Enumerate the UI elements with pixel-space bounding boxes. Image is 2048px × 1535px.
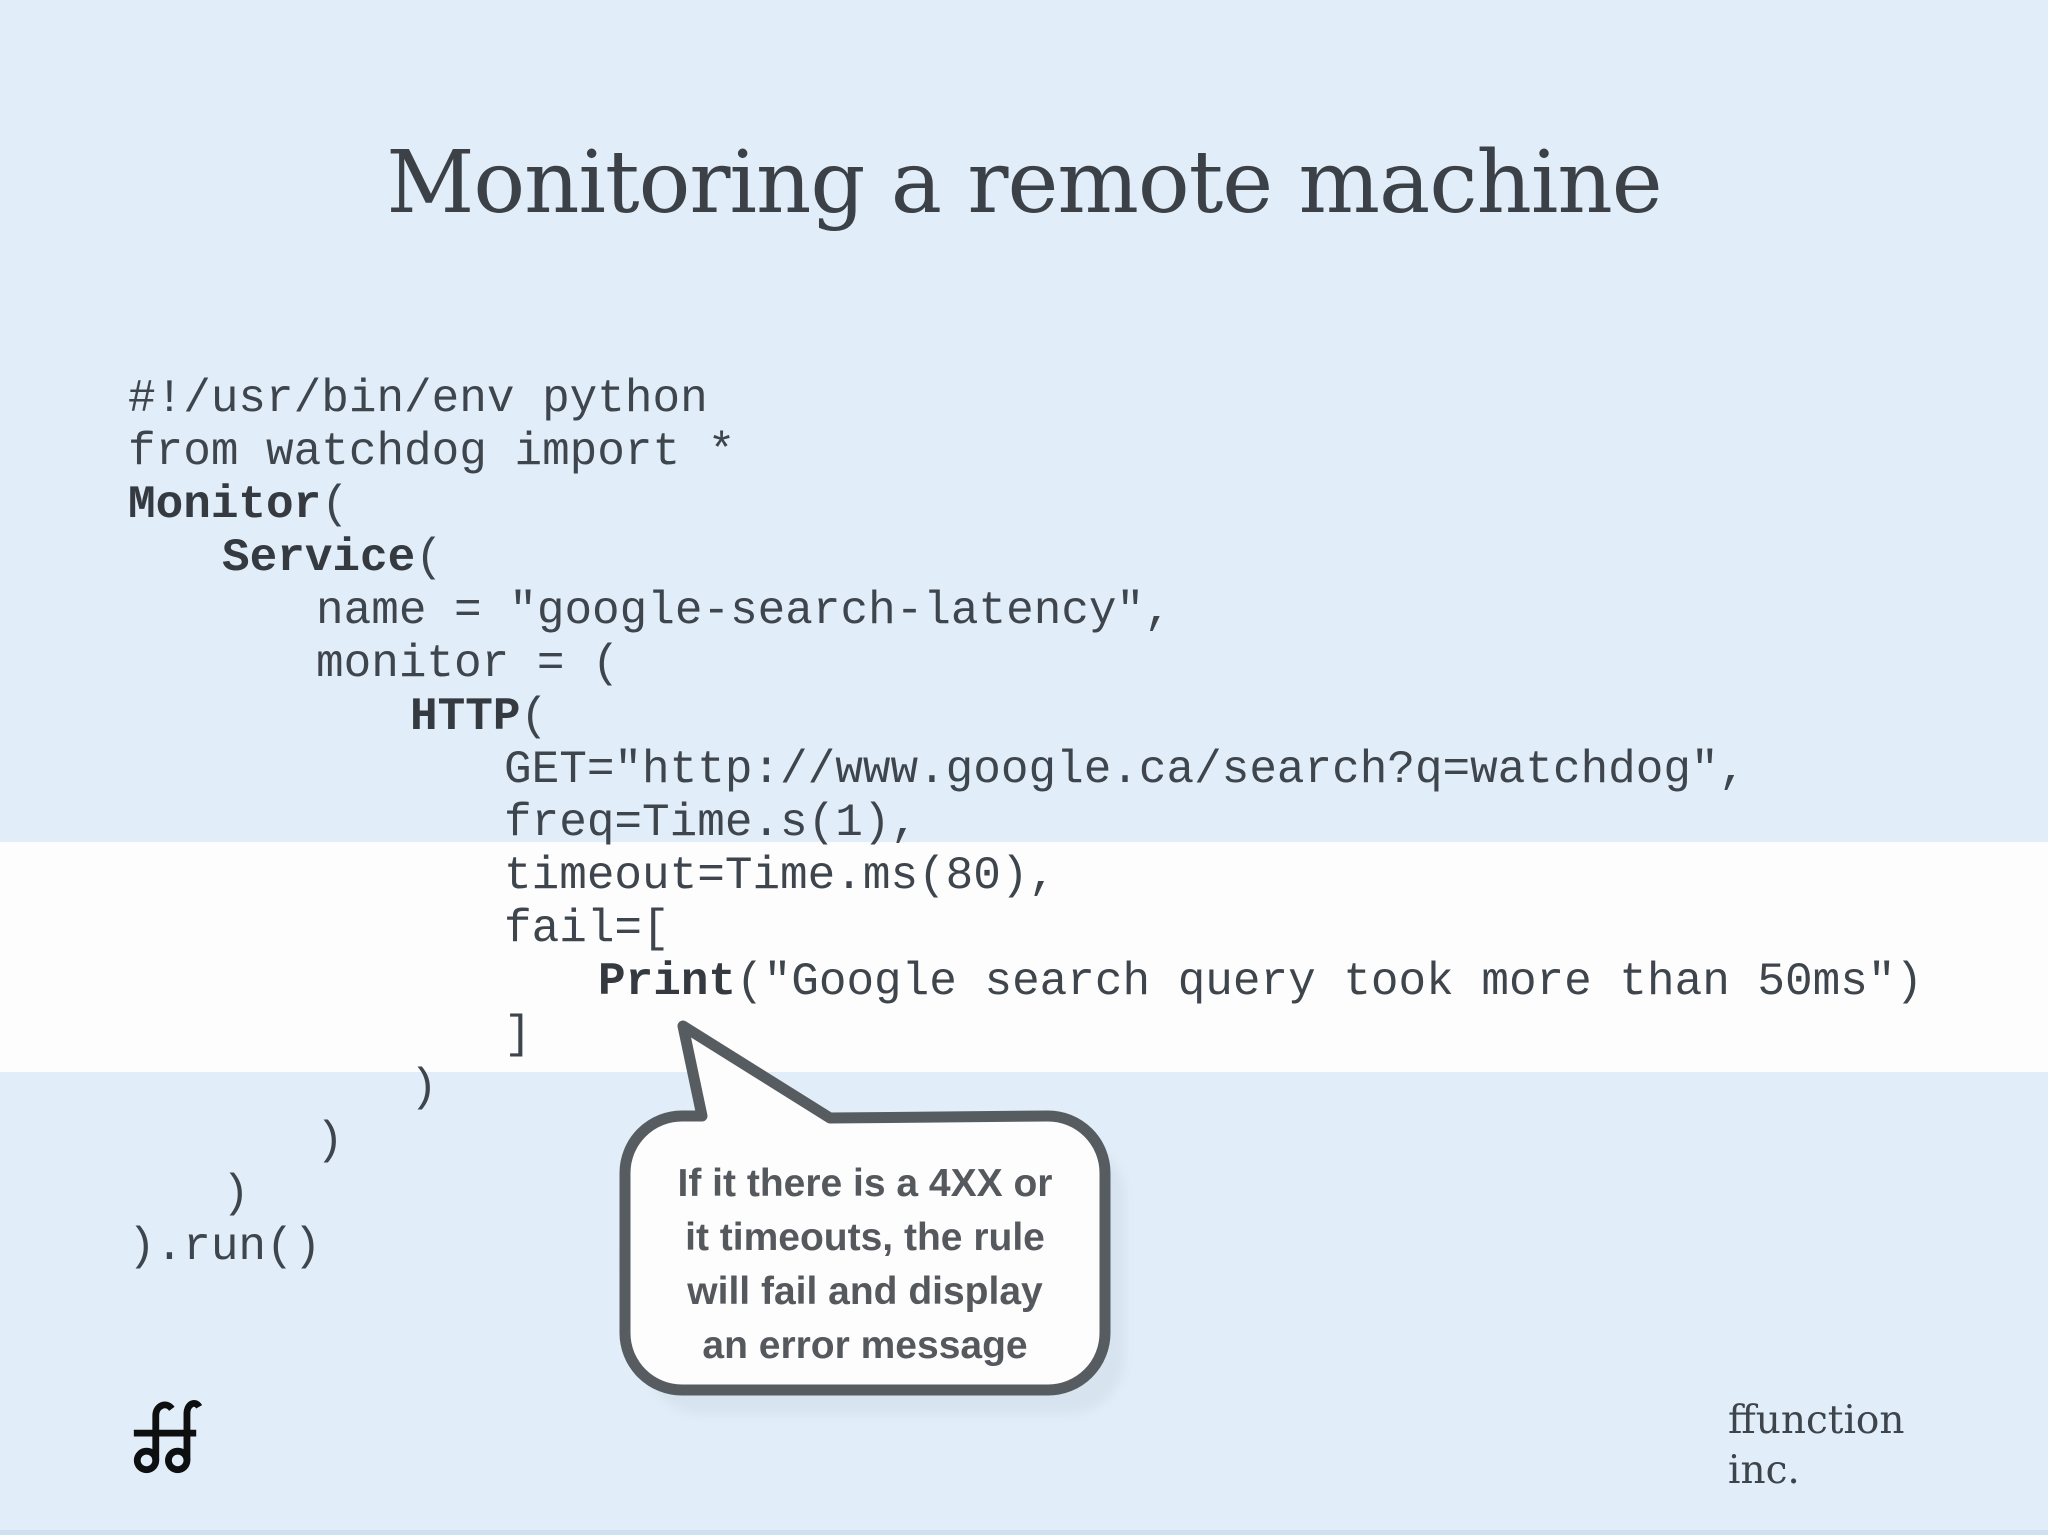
company-line2: inc. — [1728, 1448, 1800, 1493]
code-line: GET="http://www.google.ca/search?q=watch… — [128, 744, 2028, 797]
code-text: ("Google search query took more than 50m… — [736, 956, 1924, 1008]
code-keyword: Print — [598, 956, 737, 1008]
code-text: #!/usr/bin/env python — [128, 373, 708, 425]
slide-title-text: Monitoring a remote machine — [386, 133, 1662, 233]
company-name: ffunction inc. — [1728, 1396, 1905, 1496]
code-line: ) — [128, 1062, 2028, 1115]
code-text: ] — [504, 1009, 532, 1061]
code-text: freq=Time.s(1), — [504, 797, 919, 849]
ffunction-logo-icon — [133, 1400, 203, 1474]
callout-line: an error message — [702, 1324, 1028, 1367]
code-text: ( — [321, 479, 349, 531]
code-text: ( — [520, 691, 549, 743]
code-line: Print("Google search query took more tha… — [128, 956, 2028, 1009]
code-line: name = "google-search-latency", — [128, 585, 2028, 638]
code-text: fail=[ — [504, 903, 670, 955]
code-text: timeout=Time.ms(80), — [504, 850, 1057, 902]
code-text: ( — [415, 532, 443, 584]
code-line: ] — [128, 1009, 2028, 1062]
code-text: from watchdog import * — [128, 426, 736, 478]
code-line: ).run() — [128, 1221, 2028, 1274]
highlight-band — [0, 842, 2048, 1072]
code-text: monitor = ( — [316, 638, 620, 690]
bottom-edge-strip — [0, 1530, 2048, 1535]
code-keyword: Service — [222, 532, 416, 584]
speech-bubble — [619, 1020, 1125, 1414]
code-line: ) — [128, 1168, 2028, 1221]
code-line: #!/usr/bin/env python — [128, 373, 2028, 426]
code-line: ) — [128, 1115, 2028, 1168]
code-line: freq=Time.s(1), — [128, 797, 2028, 850]
code-line: fail=[ — [128, 903, 2028, 956]
callout-text: If it there is a 4XX or it timeouts, the … — [625, 1157, 1105, 1373]
company-line1: ffunction — [1728, 1398, 1905, 1443]
code-line: HTTP( — [128, 691, 2028, 744]
code-keyword: Monitor — [128, 479, 322, 531]
code-line: Service( — [128, 532, 2028, 585]
code-line: from watchdog import * — [128, 426, 2028, 479]
code-keyword: HTTP — [410, 691, 521, 743]
code-text: ) — [316, 1115, 344, 1167]
code-line: Monitor( — [128, 479, 2028, 532]
code-text: name = "google-search-latency", — [316, 585, 1172, 637]
speech-bubble-outline — [619, 1020, 1111, 1396]
code-line: timeout=Time.ms(80), — [128, 850, 2028, 903]
callout-line: it timeouts, the rule — [685, 1216, 1045, 1259]
code-line: monitor = ( — [128, 638, 2028, 691]
code-text: ) — [410, 1062, 438, 1114]
callout-line: If it there is a 4XX or — [677, 1162, 1053, 1205]
callout-line: will fail and display — [687, 1270, 1043, 1313]
code-text: GET="http://www.google.ca/search?q=watch… — [504, 744, 1747, 796]
code-text: ).run() — [128, 1221, 322, 1273]
code-text: ) — [222, 1168, 250, 1220]
slide-title: Monitoring a remote machine — [0, 140, 2048, 226]
